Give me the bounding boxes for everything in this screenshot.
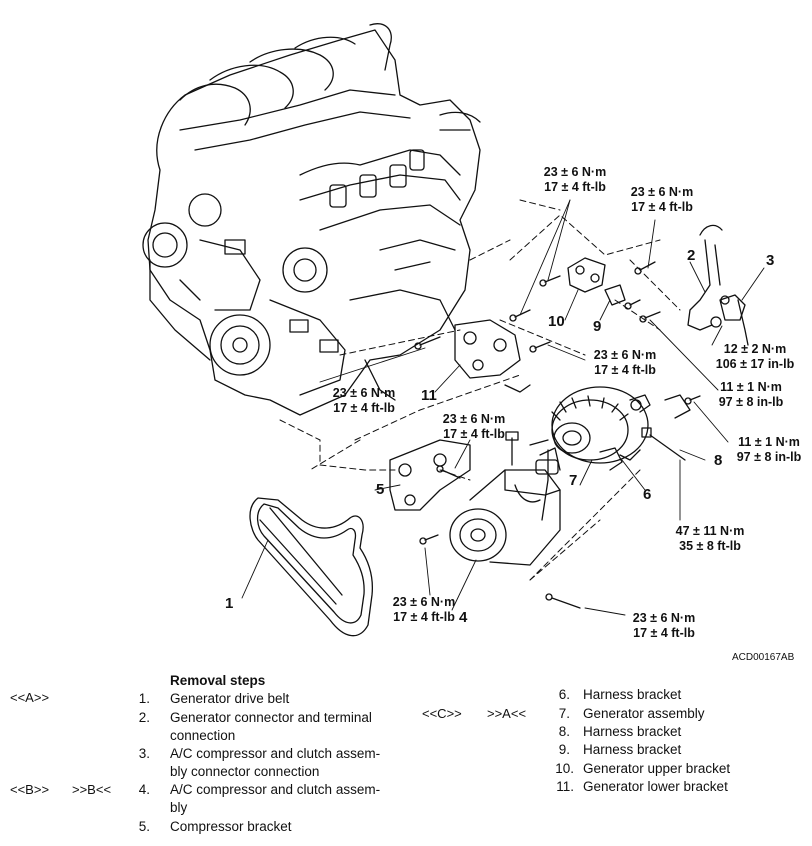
step-text: Harness bracket	[583, 687, 682, 702]
callout-6: 6	[643, 486, 652, 503]
tag-a-mid: >>A<<	[487, 706, 527, 721]
step-number: 9.	[558, 742, 570, 757]
torque-label: 47 ± 11 N·m 35 ± 8 ft-lb	[675, 524, 745, 553]
step-text: Harness bracket	[583, 742, 682, 757]
step-text: Generator drive belt	[170, 691, 290, 706]
callout-11: 11	[421, 387, 437, 404]
upper-bracket-drawing	[567, 257, 626, 306]
compressor-bracket-drawing	[389, 439, 471, 511]
step-number: 7.	[558, 706, 570, 721]
callout-5: 5	[376, 481, 385, 498]
generator-drawing	[529, 386, 651, 464]
torque-label: 12 ± 2 N·m 106 ± 17 in-lb	[715, 342, 795, 371]
step-number: 4.	[138, 782, 150, 797]
step-text: A/C compressor and clutch assem-	[170, 746, 381, 761]
leader-lines	[241, 199, 765, 616]
torque-label: 23 ± 6 N·m 17 ± 4 ft-lb	[332, 386, 396, 415]
callout-1: 1	[225, 595, 234, 612]
step-number: 6.	[558, 687, 570, 702]
removal-steps-title: Removal steps	[170, 673, 266, 688]
bolts	[414, 261, 701, 609]
drive-belt	[249, 497, 374, 637]
harness-bracket-2-3	[687, 224, 749, 346]
torque-label: 23 ± 6 N·m 17 ± 4 ft-lb	[392, 595, 456, 624]
lower-bracket-drawing	[454, 319, 531, 393]
callout-4: 4	[459, 609, 468, 626]
step-text: bly	[170, 800, 188, 815]
torque-label: 23 ± 6 N·m 17 ± 4 ft-lb	[630, 185, 694, 214]
step-text: Generator upper bracket	[583, 761, 731, 776]
callout-2: 2	[687, 247, 696, 264]
step-number: 1.	[138, 691, 150, 706]
torque-label: 11 ± 1 N·m 97 ± 8 in-lb	[718, 380, 784, 409]
step-text: Generator connector and terminal	[170, 710, 372, 725]
step-text: Generator lower bracket	[583, 779, 728, 794]
figure-code: ACD00167AB	[732, 652, 795, 663]
torque-label: 23 ± 6 N·m 17 ± 4 ft-lb	[593, 348, 657, 377]
step-text: connection	[170, 728, 236, 743]
step-number: 3.	[138, 746, 150, 761]
torque-label: 23 ± 6 N·m 17 ± 4 ft-lb	[442, 412, 506, 441]
callout-3: 3	[766, 252, 775, 269]
tag-c-left: <<C>>	[422, 706, 462, 721]
step-number: 11.	[556, 779, 574, 794]
tag-a-left: <<A>>	[10, 690, 50, 705]
torque-label: 23 ± 6 N·m 17 ± 4 ft-lb	[543, 165, 607, 194]
engine-drawing	[142, 23, 481, 416]
step-text: bly connector connection	[170, 764, 320, 779]
callout-7: 7	[569, 472, 578, 489]
torque-label: 11 ± 1 N·m 97 ± 8 in-lb	[736, 435, 802, 464]
callout-10: 10	[548, 313, 565, 330]
step-number: 2.	[138, 710, 150, 725]
callout-8: 8	[714, 452, 723, 469]
callout-9: 9	[593, 318, 602, 335]
step-number: 10.	[555, 761, 574, 776]
step-number: 8.	[558, 724, 570, 739]
step-text: Compressor bracket	[170, 819, 292, 834]
step-text: Generator assembly	[583, 706, 705, 721]
tag-b-mid: >>B<<	[72, 782, 112, 797]
compressor-drawing	[449, 447, 561, 566]
tag-b-left: <<B>>	[10, 782, 50, 797]
torque-label: 23 ± 6 N·m 17 ± 4 ft-lb	[632, 611, 696, 640]
step-text: Harness bracket	[583, 724, 682, 739]
exploded-view-diagram	[142, 23, 765, 637]
step-number: 5.	[138, 819, 150, 834]
step-text: A/C compressor and clutch assem-	[170, 782, 381, 797]
